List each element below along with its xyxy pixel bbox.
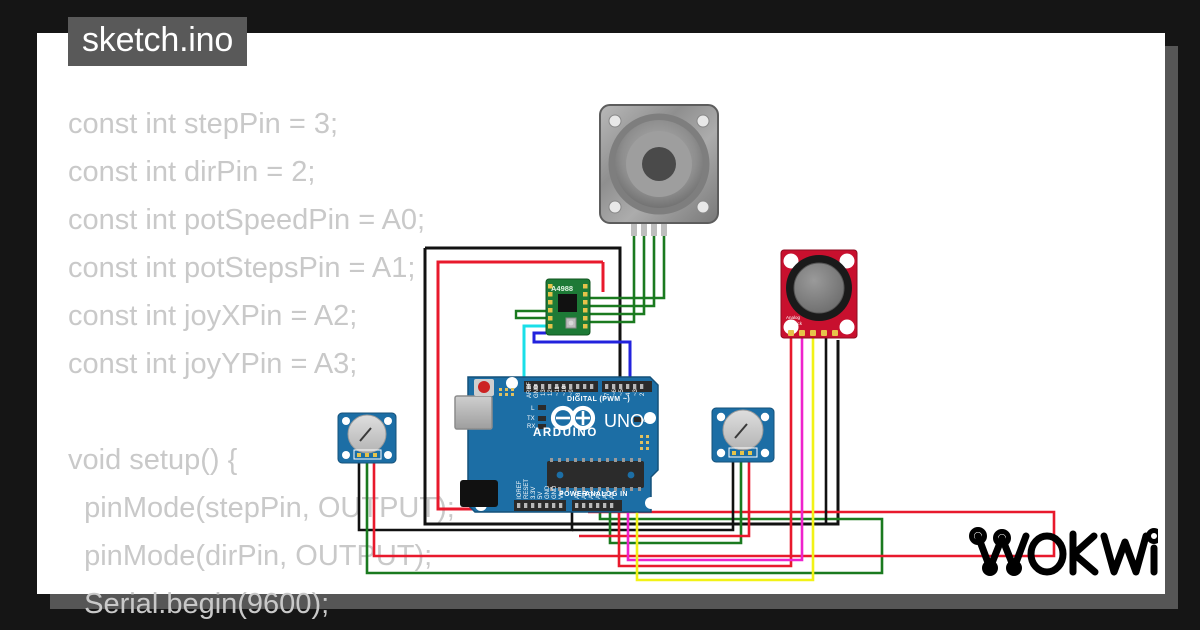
code-line: const int stepPin = 3; [68, 108, 339, 140]
joystick-silk-text: Analog [786, 315, 801, 320]
svg-text:8: 8 [576, 392, 582, 396]
svg-text:IOREF: IOREF [517, 480, 523, 499]
svg-text:12: 12 [548, 389, 554, 396]
a4988-silk-text: A4988 [551, 284, 573, 293]
svg-text:Vin: Vin [559, 490, 565, 499]
code-line: const int potSpeedPin = A0; [68, 204, 426, 236]
svg-text:A1: A1 [582, 491, 588, 499]
svg-text:RESET: RESET [524, 479, 530, 499]
code-line: const int joyXPin = A2; [68, 300, 358, 332]
wire-pot-speed[interactable] [357, 460, 1056, 575]
wire-pot-steps[interactable] [572, 460, 751, 545]
digital-header-left [524, 381, 598, 392]
arduino-uno-board[interactable]: ARDUINO UNO L TX RX ON DIGITAL (PWM ~) P… [454, 376, 659, 513]
board-silk-brand: ARDUINO [533, 427, 598, 439]
led-label-tx: TX [527, 416, 535, 422]
svg-text:7: 7 [605, 392, 611, 396]
code-line: void setup() { [68, 444, 238, 476]
digital-header-label: DIGITAL (PWM ~) [567, 396, 630, 403]
svg-text:~9: ~9 [569, 388, 575, 396]
svg-text:~10: ~10 [562, 385, 568, 396]
svg-text:~3: ~3 [633, 388, 639, 396]
svg-text:13: 13 [541, 389, 547, 396]
wokwi-logo-svg [969, 527, 1162, 576]
analog-header-label: ANALOG IN [585, 491, 628, 498]
svg-text:A4: A4 [603, 491, 609, 499]
code-line: const int dirPin = 2; [68, 156, 316, 188]
board-silk-model: UNO [604, 411, 644, 431]
potentiometer-steps-module[interactable] [711, 407, 775, 463]
analog-joystick-module[interactable]: Analog Joystick [780, 249, 858, 339]
led-label-rx: RX [527, 424, 535, 430]
code-line: pinMode(dirPin, OUTPUT); [68, 540, 433, 572]
arduino-infinity-logo [550, 405, 596, 431]
wire-dir-blue[interactable] [532, 331, 632, 383]
wokwi-logo-i-dot [1146, 528, 1162, 544]
wire-a4988-left-green[interactable] [514, 309, 546, 320]
svg-text:3.3V: 3.3V [531, 487, 537, 499]
svg-text:4: 4 [626, 392, 632, 396]
power-header-label: POWER [559, 491, 587, 498]
wokwi-logo-nodes [969, 527, 1022, 576]
sketch-code-preview: const int stepPin = 3; const int dirPin =… [68, 100, 628, 628]
svg-text:GND: GND [545, 485, 551, 499]
wire-joystick[interactable] [617, 338, 828, 582]
svg-text:~5: ~5 [619, 388, 625, 396]
svg-text:A3: A3 [596, 491, 602, 499]
a4988-driver-module[interactable]: A4988 [545, 278, 591, 336]
svg-text:~6: ~6 [612, 388, 618, 396]
svg-text:GND: GND [534, 384, 540, 398]
file-tab-sketch-ino[interactable]: sketch.ino [68, 17, 248, 66]
led-label-l: L [531, 405, 535, 412]
wire-stepper-coils-green[interactable] [590, 222, 667, 324]
svg-text:~11: ~11 [555, 386, 561, 396]
code-line: const int potStepsPin = A1; [68, 252, 416, 284]
svg-text:GND: GND [552, 485, 558, 499]
stepper-motor[interactable] [599, 104, 719, 224]
code-line: Serial.begin(9600); [68, 588, 330, 620]
svg-text:A2: A2 [589, 491, 595, 499]
svg-text:5V: 5V [538, 492, 544, 499]
code-line: pinMode(stepPin, OUTPUT); [68, 492, 455, 524]
joystick-silk-text-2: Joystick [786, 321, 803, 326]
wire-gnd-bus-black[interactable] [423, 246, 840, 526]
svg-text:A5: A5 [610, 491, 616, 499]
svg-text:A0: A0 [575, 491, 581, 499]
svg-text:2: 2 [640, 392, 646, 396]
potentiometer-speed-module[interactable] [337, 412, 397, 464]
led-label-on: ON [643, 418, 651, 424]
wokwi-logo [968, 524, 1162, 585]
svg-text:AREF: AREF [527, 382, 533, 398]
code-line: const int joyYPin = A3; [68, 348, 358, 380]
